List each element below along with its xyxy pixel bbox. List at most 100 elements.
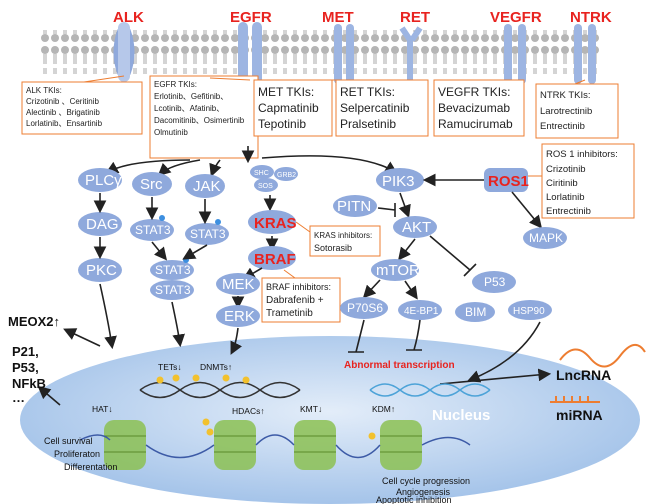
node-sos-label: SOS (258, 183, 273, 190)
receptor-label-vegfr: VEGFR (490, 9, 542, 26)
node-stat3-b-label: STAT3 (190, 227, 226, 241)
outcome-right-1: Cell cycle progression (382, 476, 470, 486)
braf-inhibitor-box (261, 277, 341, 323)
node-plcy (78, 168, 122, 192)
receptor-label-met: MET (322, 9, 354, 26)
met-tki-title: MET TKIs: (258, 85, 314, 99)
alk-tki-line2: Alectinib 、Brigatinib (26, 108, 100, 117)
node-braf (248, 246, 296, 270)
node-akt (393, 216, 437, 238)
outcome-right-2: Angiogenesis (396, 487, 451, 497)
receptor-label-ret: RET (400, 9, 430, 26)
kras-inhibitor-title: KRAS inhibitors: (314, 231, 372, 240)
lncrna-wave (559, 344, 646, 368)
node-pik3 (376, 168, 424, 192)
ntrk-tki-line2: Entrectinib (540, 121, 585, 132)
receptor-label-egfr: EGFR (230, 9, 272, 26)
vegfr-tki-line1: Bevacizumab (438, 101, 510, 115)
node-grb2-label: GRB2 (277, 172, 296, 179)
nfkb-label: NFkB (12, 376, 46, 391)
hat-label: HAT↓ (92, 404, 113, 414)
ret-tki-line2: Pralsetinib (340, 117, 396, 131)
kdm-label: KDM↑ (372, 404, 395, 414)
node-pitn-label: PITN (337, 198, 371, 215)
tets-label: TETs↓ (158, 362, 182, 372)
ros1-inhibitor-title: ROS 1 inhibitors: (546, 149, 618, 160)
p53-gene-label: P53, (12, 360, 39, 375)
node-pkc-label: PKC (86, 262, 117, 279)
alk-tki-title: ALK TKIs: (26, 86, 62, 95)
node-kras-label: KRAS (254, 215, 297, 232)
lncrna-label: LncRNA (556, 367, 611, 383)
node-stat3-a (130, 219, 174, 241)
node-p53 (472, 271, 516, 293)
ntrk-tki-title: NTRK TKIs: (540, 90, 591, 101)
ret-tki-title: RET TKIs: (340, 85, 395, 99)
kras-inhibitor-line1: Sotorasib (314, 243, 352, 253)
node-dag (78, 212, 122, 236)
ros1-inhibitor-line3: Lorlatinib (546, 192, 585, 203)
node-jak-label: JAK (193, 178, 221, 195)
dnmts-label: DNMTs↑ (200, 362, 232, 372)
receptor-alk (113, 22, 135, 82)
alk-tki-box (21, 81, 143, 135)
receptor-label-ntrk: NTRK (570, 9, 612, 26)
egfr-tki-line2: Lcotinib、Afatinib、 (154, 104, 224, 113)
outcome-left-2: Proliferaton (54, 449, 100, 459)
ret-tki-line1: Selpercatinib (340, 101, 410, 115)
ros1-inhibitor-line4: Entrectinib (546, 206, 591, 217)
node-p70s6-label: P70S6 (347, 301, 383, 315)
node-dag-label: DAG (86, 216, 119, 233)
node-bim (455, 302, 495, 322)
node-grb2 (274, 167, 298, 181)
dna-helix-right (369, 383, 491, 397)
vegfr-tki-line2: Ramucirumab (438, 117, 513, 131)
nucleus (20, 336, 640, 504)
node-stat3-b (185, 223, 229, 245)
outcome-right-3: Apoptotic inhibition (376, 495, 452, 504)
ntrk-tki-box (535, 83, 619, 139)
node-braf-label: BRAF (254, 251, 296, 268)
receptor-egfr (238, 22, 262, 84)
node-bim-label: BIM (465, 305, 486, 319)
outcome-left-3: Differentation (64, 462, 117, 472)
ret-tki-box (335, 79, 429, 137)
ros1-inhibitor-line2: Ciritinib (546, 178, 578, 189)
egfr-tki-line4: Olmutinib (154, 128, 188, 137)
meox2-label: MEOX2↑ (8, 314, 60, 329)
receptor-ret (399, 26, 423, 80)
alk-tki-line1: Crizotinib 、Ceritinib (26, 97, 99, 106)
kras-inhibitor-box (309, 225, 381, 257)
egfr-tki-box (149, 75, 259, 159)
kmt-label: KMT↓ (300, 404, 322, 414)
braf-inhibitor-line2: Trametinib (266, 308, 313, 319)
node-ros1-label: ROS1 (488, 173, 529, 190)
mirna-label: miRNA (556, 407, 603, 423)
mirna-icon (550, 396, 600, 403)
nucleosome (380, 420, 422, 470)
alk-tki-line3: Lorlatinib、Ensartinib (26, 119, 103, 128)
node-p70s6 (340, 297, 388, 319)
node-4ebp1-label: 4E-BP1 (404, 306, 439, 317)
egfr-tki-title: EGFR TKIs: (154, 80, 197, 89)
node-pkc (78, 258, 122, 282)
node-stat3-c-label: STAT3 (155, 263, 191, 277)
node-jak (185, 174, 225, 198)
node-erk (216, 305, 260, 327)
node-mek (216, 273, 260, 295)
ntrk-tki-line1: Larotrectinib (540, 106, 592, 117)
node-hsp90 (508, 300, 552, 320)
node-mtor-label: mTOR (376, 262, 420, 279)
node-pitn (333, 195, 377, 217)
receptor-met (334, 24, 354, 84)
braf-inhibitor-title: BRAF inhibitors: (266, 282, 331, 292)
egfr-tki-line1: Erlotinib、Gefitinib、 (154, 92, 228, 101)
node-mek-label: MEK (222, 276, 255, 293)
vegfr-tki-title: VEGFR TKIs: (438, 85, 510, 99)
met-tki-line1: Capmatinib (258, 101, 319, 115)
braf-inhibitor-line1: Dabrafenib + (266, 295, 324, 306)
node-src (132, 172, 172, 196)
node-hsp90-label: HSP90 (513, 306, 545, 317)
egfr-tki-line3: Dacomitinib、Osimertinib (154, 116, 245, 125)
